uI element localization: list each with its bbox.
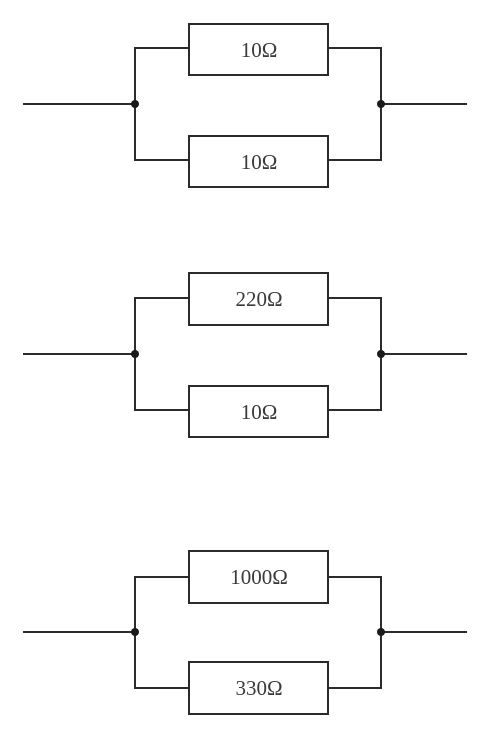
- resistor-top-3: 1000Ω: [188, 550, 329, 604]
- parallel-circuit-2: 220Ω 10Ω: [23, 272, 467, 438]
- resistor-bottom-1-value: 10Ω: [241, 150, 278, 174]
- junction-right-2: [377, 350, 385, 358]
- resistor-top-1: 10Ω: [188, 23, 329, 76]
- branch-right-3: [327, 576, 382, 689]
- resistor-top-2-value: 220Ω: [235, 287, 282, 311]
- junction-right-3: [377, 628, 385, 636]
- resistor-bottom-2-value: 10Ω: [241, 400, 278, 424]
- resistor-bottom-3-value: 330Ω: [235, 676, 282, 700]
- branch-left-3: [134, 576, 190, 689]
- resistor-bottom-1: 10Ω: [188, 135, 329, 188]
- resistor-top-3-value: 1000Ω: [230, 565, 288, 589]
- junction-left-2: [131, 350, 139, 358]
- branch-right-2: [327, 297, 382, 411]
- resistor-bottom-3: 330Ω: [188, 661, 329, 715]
- resistor-bottom-2: 10Ω: [188, 385, 329, 438]
- parallel-circuit-1: 10Ω 10Ω: [23, 23, 467, 188]
- junction-right-1: [377, 100, 385, 108]
- resistor-top-1-value: 10Ω: [241, 38, 278, 62]
- junction-left-1: [131, 100, 139, 108]
- branch-right-1: [327, 47, 382, 161]
- junction-left-3: [131, 628, 139, 636]
- branch-left-2: [134, 297, 190, 411]
- parallel-circuit-3: 1000Ω 330Ω: [23, 550, 467, 715]
- resistor-top-2: 220Ω: [188, 272, 329, 326]
- branch-left-1: [134, 47, 190, 161]
